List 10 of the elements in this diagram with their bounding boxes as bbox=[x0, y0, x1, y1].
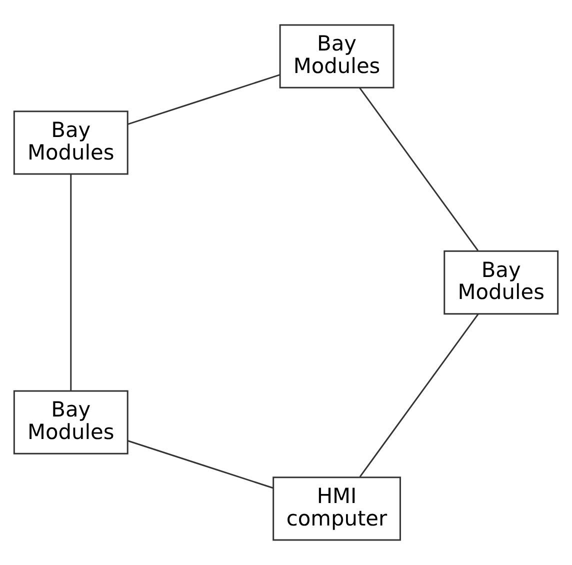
connector bbox=[359, 314, 479, 478]
node-box: Bay Modules bbox=[13, 110, 128, 175]
node-box: Bay Modules bbox=[13, 390, 128, 454]
node-box: Bay Modules bbox=[444, 250, 559, 315]
connector bbox=[359, 87, 479, 252]
connector bbox=[70, 174, 72, 391]
node-box: Bay Modules bbox=[279, 24, 394, 88]
connector bbox=[127, 440, 274, 489]
connector bbox=[128, 74, 280, 125]
node-box: HMI computer bbox=[272, 476, 401, 541]
